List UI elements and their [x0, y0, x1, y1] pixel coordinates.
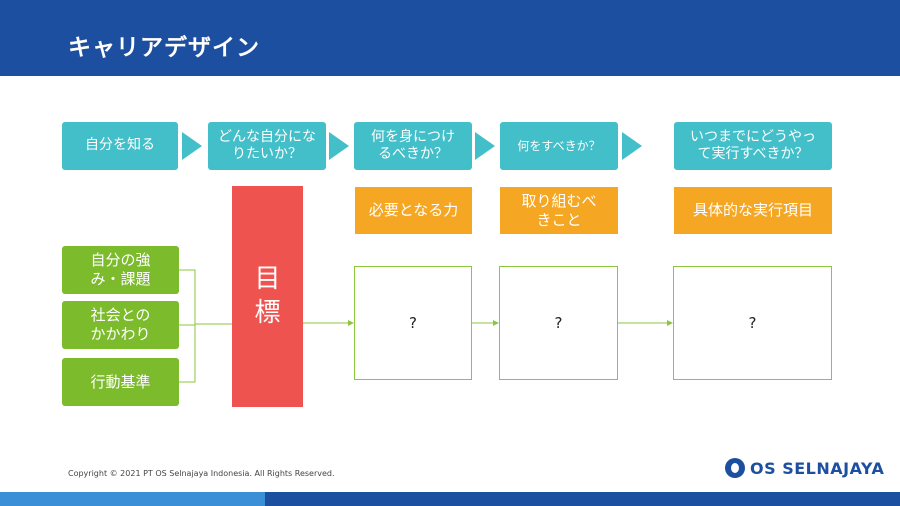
goal-box: 目標: [232, 186, 303, 407]
arrow-right-icon: [475, 132, 495, 160]
goal-label: 目標: [254, 263, 281, 328]
category-tasks: 取り組むべきこと: [500, 187, 618, 234]
input-label: 行動基準: [90, 372, 151, 391]
placeholder-mark: ?: [409, 313, 417, 332]
arrowhead-icon: [348, 320, 354, 326]
footer-accent: [0, 492, 265, 506]
step-label: 何をすべきか？: [517, 138, 601, 153]
connector-conduct: [179, 324, 196, 383]
connector-strengths: [179, 269, 196, 324]
page-title: キャリアデザイン: [68, 35, 260, 61]
category-label: 具体的な実行項目: [692, 201, 813, 220]
category-action-items: 具体的な実行項目: [674, 187, 832, 234]
step-when-how: いつまでにどうやって実行すべきか？: [674, 122, 832, 170]
step-label: いつまでにどうやって実行すべきか？: [690, 128, 816, 163]
placeholder-mark: ?: [554, 313, 563, 332]
copyright-text: Copyright © 2021 PT OS Selnajaya Indones…: [68, 469, 335, 478]
step-label: 何を身につけるべきか？: [371, 128, 455, 163]
arrow-right-icon: [329, 132, 349, 160]
step-who-to-become: どんな自分になりたいか？: [208, 122, 326, 170]
input-strengths: 自分の強み・課題: [62, 246, 179, 294]
arrowhead-icon: [493, 320, 499, 326]
input-label: 社会とのかかわり: [90, 306, 151, 343]
tasks-placeholder-box: ?: [499, 266, 618, 380]
arrowhead-icon: [667, 320, 673, 326]
category-label: 必要となる力: [368, 201, 459, 220]
category-label: 取り組むべきこと: [521, 191, 597, 229]
step-know-self: 自分を知る: [62, 122, 178, 170]
input-conduct: 行動基準: [62, 358, 179, 406]
logo-text: OS SELNAJAYA: [750, 458, 885, 478]
step-what-to-do: 何をすべきか？: [500, 122, 618, 170]
logo-icon: [725, 458, 745, 478]
action-placeholder-box: ?: [673, 266, 832, 380]
step-what-to-learn: 何を身につけるべきか？: [354, 122, 472, 170]
placeholder-mark: ?: [748, 313, 757, 332]
input-label: 自分の強み・課題: [90, 251, 151, 288]
step-label: どんな自分になりたいか？: [218, 128, 316, 163]
skills-placeholder-box: ?: [354, 266, 472, 380]
input-society: 社会とのかかわり: [62, 301, 179, 349]
category-required-skills: 必要となる力: [355, 187, 472, 234]
arrow-right-icon: [182, 132, 202, 160]
company-logo: OS SELNAJAYA: [725, 458, 884, 478]
header-bar: [0, 0, 900, 76]
arrow-right-icon: [622, 132, 642, 160]
step-label: 自分を知る: [85, 137, 155, 154]
